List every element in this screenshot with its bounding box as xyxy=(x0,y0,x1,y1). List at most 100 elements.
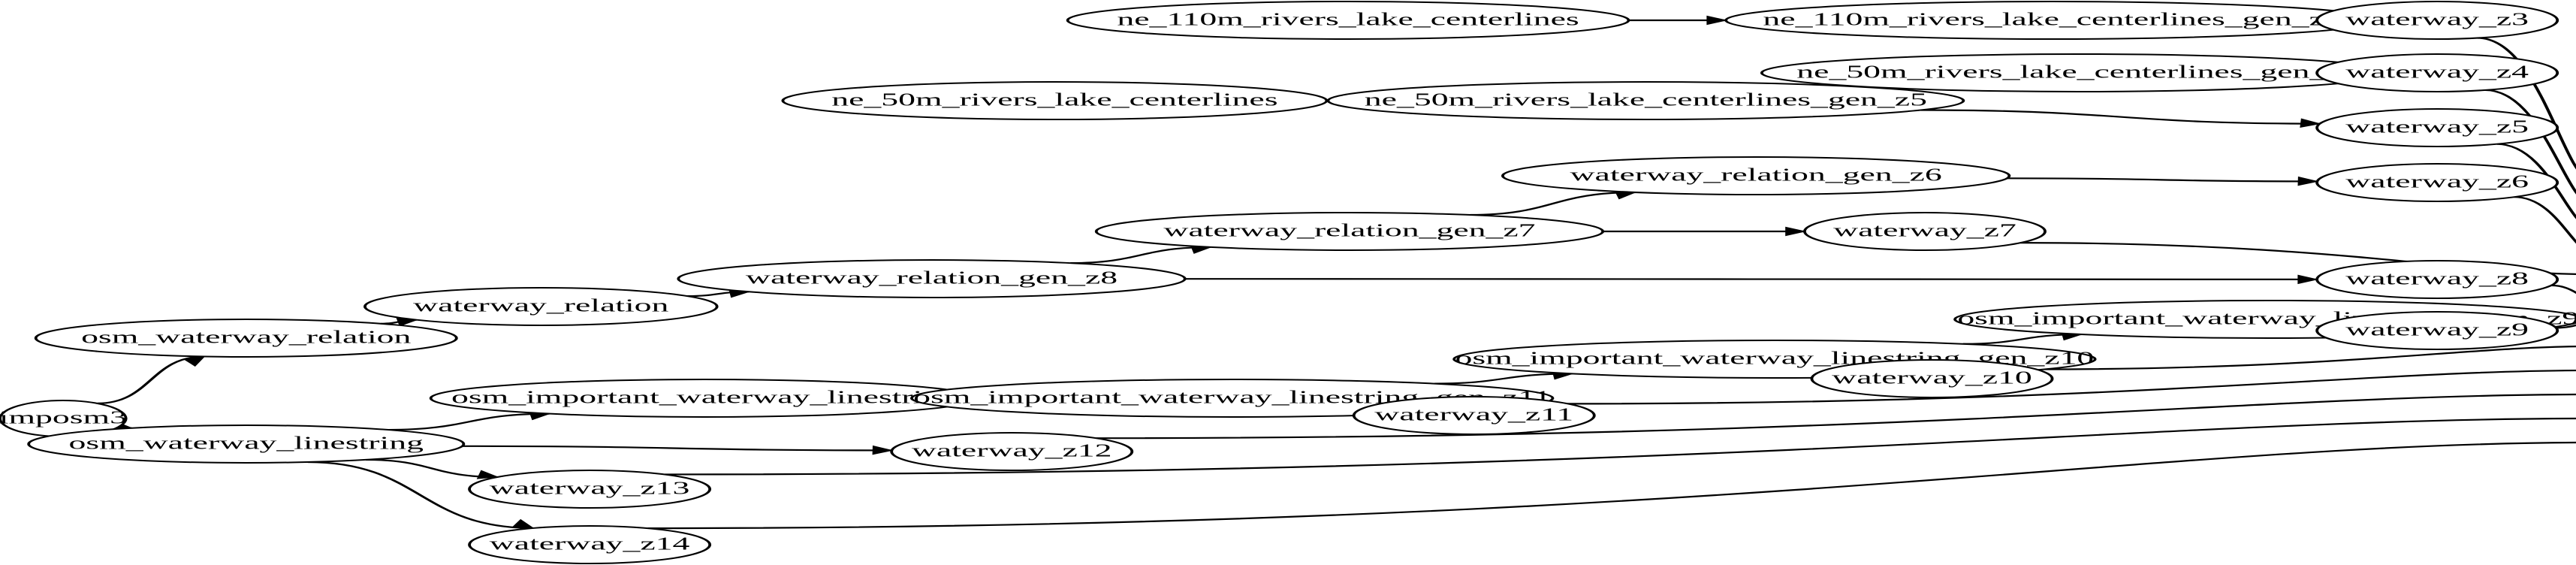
edge-waterway_z8-to-layer_waterway_z8 xyxy=(2550,284,2576,295)
node-waterway_z12[interactable]: waterway_z12 xyxy=(890,432,1134,471)
node-shape-waterway_z8 xyxy=(2315,260,2559,299)
edge-osm_waterway_linestring-to-waterway_z12 xyxy=(462,445,892,452)
edge-waterway_z6-to-layer_waterway_z6 xyxy=(2514,196,2576,244)
node-label-waterway_relation: waterway_relation xyxy=(413,295,668,316)
node-waterway_z14[interactable]: waterway_z14 xyxy=(468,525,712,564)
node-label-waterway_z5: waterway_z5 xyxy=(2345,116,2529,137)
node-label-ne_50m_rivers_lake_centerlines_gen_z5: ne_50m_rivers_lake_centerlines_gen_z5 xyxy=(1365,89,1927,110)
edge-arrow-osm_waterway_relation xyxy=(183,355,206,367)
edge-arrow-waterway_z6 xyxy=(2297,176,2319,186)
node-waterway_relation_gen_z8[interactable]: waterway_relation_gen_z8 xyxy=(677,259,1187,298)
node-ne_110m_rivers_lake_centerlines_gen_z3[interactable]: ne_110m_rivers_lake_centerlines_gen_z3 xyxy=(1724,1,2380,40)
node-waterway_z11[interactable]: waterway_z11 xyxy=(1352,396,1596,435)
edge-waterway_relation_gen_z6-to-waterway_z6 xyxy=(2007,177,2318,183)
edge-arrow-waterway_z8 xyxy=(2297,274,2319,285)
node-osm_waterway_linestring[interactable]: osm_waterway_linestring xyxy=(27,425,466,464)
edge-waterway_z3-to-layer_waterway_z3 xyxy=(2477,37,2576,170)
node-label-waterway_relation_gen_z7: waterway_relation_gen_z7 xyxy=(1163,220,1535,240)
node-label-waterway_z9: waterway_z9 xyxy=(2345,319,2529,340)
node-label-waterway_z8: waterway_z8 xyxy=(2345,268,2529,289)
node-label-osm_waterway_linestring: osm_waterway_linestring xyxy=(69,433,424,453)
node-ne_50m_rivers_lake_centerlines_gen_z4[interactable]: ne_50m_rivers_lake_centerlines_gen_z4 xyxy=(1760,53,2396,92)
edge-arrow-waterway_z14 xyxy=(511,518,535,529)
node-waterway_z5[interactable]: waterway_z5 xyxy=(2315,108,2559,147)
edge-arrow-waterway_z5 xyxy=(2300,118,2322,128)
edge-osm_waterway_linestring-to-waterway_z13 xyxy=(365,458,498,479)
node-shape-waterway_z13 xyxy=(468,470,712,509)
node-waterway_relation[interactable]: waterway_relation xyxy=(363,287,719,326)
node-waterway_z10[interactable]: waterway_z10 xyxy=(1810,359,2054,398)
node-waterway_relation_gen_z6[interactable]: waterway_relation_gen_z6 xyxy=(1501,156,2011,195)
node-osm_waterway_relation[interactable]: osm_waterway_relation xyxy=(34,319,458,358)
node-osm_important_waterway_linestring[interactable]: osm_important_waterway_linestring xyxy=(429,379,979,418)
edge-osm_waterway_linestring-to-osm_important_waterway_linestring xyxy=(388,412,550,431)
node-label-waterway_relation_gen_z6: waterway_relation_gen_z6 xyxy=(1570,165,1942,185)
node-waterway_z8[interactable]: waterway_z8 xyxy=(2315,260,2559,299)
node-waterway_z4[interactable]: waterway_z4 xyxy=(2315,53,2559,92)
node-label-osm_waterway_relation: osm_waterway_relation xyxy=(81,327,411,347)
edge-ne_50m_rivers_lake_centerlines_gen_z5-to-waterway_z5 xyxy=(1920,109,2320,125)
edge-osm_important_waterway_linestring_gen_z11-to-osm_important_waterway_linestring_gen_z10 xyxy=(1434,373,1573,385)
node-shape-waterway_z4 xyxy=(2315,53,2559,92)
node-ne_50m_rivers_lake_centerlines[interactable]: ne_50m_rivers_lake_centerlines xyxy=(781,81,1329,120)
node-label-waterway_z11: waterway_z11 xyxy=(1374,404,1573,425)
node-label-waterway_z3: waterway_z3 xyxy=(2345,9,2529,29)
edge-arrow-waterway_z13 xyxy=(476,470,499,479)
node-label-ne_110m_rivers_lake_centerlines: ne_110m_rivers_lake_centerlines xyxy=(1117,9,1579,29)
node-ne_50m_rivers_lake_centerlines_gen_z5[interactable]: ne_50m_rivers_lake_centerlines_gen_z5 xyxy=(1326,81,1965,120)
node-shape-waterway_relation_gen_z6 xyxy=(1501,156,2011,195)
node-ne_110m_rivers_lake_centerlines[interactable]: ne_110m_rivers_lake_centerlines xyxy=(1066,1,1630,40)
edge-waterway_relation_gen_z8-to-waterway_relation_gen_z7 xyxy=(1070,246,1211,264)
node-shape-waterway_z3 xyxy=(2315,1,2559,40)
node-waterway_z3[interactable]: waterway_z3 xyxy=(2315,1,2559,40)
node-shape-waterway_z10 xyxy=(1810,359,2054,398)
node-label-waterway_z6: waterway_z6 xyxy=(2345,171,2529,192)
node-shape-waterway_z9 xyxy=(2315,311,2559,350)
node-label-waterway_z10: waterway_z10 xyxy=(1832,367,2032,388)
node-label-ne_110m_rivers_lake_centerlines_gen_z3: ne_110m_rivers_lake_centerlines_gen_z3 xyxy=(1763,9,2341,29)
edges-layer xyxy=(97,15,2576,530)
node-waterway_z9[interactable]: waterway_z9 xyxy=(2315,311,2559,350)
node-shape-waterway_z5 xyxy=(2315,108,2559,147)
node-shape-waterway_z6 xyxy=(2315,163,2559,202)
node-shape-ne_50m_rivers_lake_centerlines_gen_z5 xyxy=(1326,81,1965,120)
node-waterway_z6[interactable]: waterway_z6 xyxy=(2315,163,2559,202)
node-label-waterway_z12: waterway_z12 xyxy=(912,440,1112,461)
node-waterway_z7[interactable]: waterway_z7 xyxy=(1803,212,2047,251)
node-shape-ne_110m_rivers_lake_centerlines xyxy=(1066,1,1630,40)
node-shape-waterway_z12 xyxy=(890,432,1134,471)
edge-osm_waterway_linestring-to-waterway_z14 xyxy=(307,461,533,530)
node-label-ne_50m_rivers_lake_centerlines_gen_z4: ne_50m_rivers_lake_centerlines_gen_z4 xyxy=(1796,62,2359,82)
edge-waterway_z9-to-layer_waterway_z9 xyxy=(2556,324,2576,329)
edge-waterway_z10-to-layer_waterway_z10 xyxy=(2036,346,2576,370)
node-shape-osm_waterway_relation xyxy=(34,319,458,358)
edge-waterway_relation_gen_z7-to-waterway_relation_gen_z6 xyxy=(1470,191,1636,216)
edge-waterway_z11-to-layer_waterway_z11 xyxy=(1567,369,2576,405)
edge-waterway_z4-to-layer_waterway_z4 xyxy=(2484,89,2576,195)
node-waterway_z13[interactable]: waterway_z13 xyxy=(468,470,712,509)
edge-arrow-ne_110m_rivers_lake_centerlines_gen_z3 xyxy=(1706,15,1728,26)
node-shape-waterway_relation_gen_z8 xyxy=(677,259,1187,298)
node-shape-waterway_z7 xyxy=(1803,212,2047,251)
node-label-waterway_relation_gen_z8: waterway_relation_gen_z8 xyxy=(746,267,1118,288)
node-imposm3[interactable]: imposm3 xyxy=(0,400,128,437)
node-label-imposm3: imposm3 xyxy=(0,407,127,428)
node-label-waterway_z14: waterway_z14 xyxy=(490,533,690,554)
node-shape-waterway_relation xyxy=(363,287,719,326)
node-shape-waterway_relation_gen_z7 xyxy=(1094,212,1605,251)
node-label-waterway_z4: waterway_z4 xyxy=(2345,62,2529,82)
edge-waterway_z13-to-layer_waterway_z13 xyxy=(664,417,2576,476)
node-label-waterway_z13: waterway_z13 xyxy=(490,478,690,498)
node-label-osm_important_waterway_linestring: osm_important_waterway_linestring xyxy=(451,387,957,407)
node-shape-waterway_z14 xyxy=(468,525,712,564)
edge-waterway_z14-to-layer_waterway_z14_ xyxy=(647,441,2576,530)
edge-arrow-waterway_z12 xyxy=(872,445,894,455)
edge-imposm3-to-osm_waterway_relation xyxy=(97,355,204,404)
node-label-ne_50m_rivers_lake_centerlines: ne_50m_rivers_lake_centerlines xyxy=(831,89,1277,110)
node-shape-osm_waterway_linestring xyxy=(27,425,466,464)
node-waterway_relation_gen_z7[interactable]: waterway_relation_gen_z7 xyxy=(1094,212,1605,251)
node-shape-waterway_z11 xyxy=(1352,396,1596,435)
